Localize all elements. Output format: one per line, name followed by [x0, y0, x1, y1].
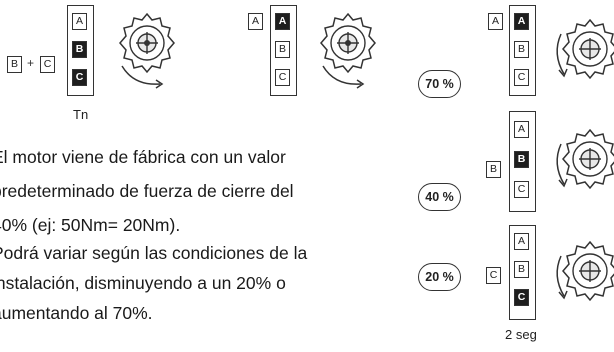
key-a: A: [248, 13, 263, 30]
key-c: C: [514, 181, 529, 198]
key-a-pressed: A: [514, 13, 529, 30]
key-b-pressed: B: [514, 151, 529, 168]
key-b: B: [7, 56, 22, 73]
description-line: 40% (ej: 50Nm= 20Nm).: [0, 215, 181, 235]
motor-wheel-icon: [556, 128, 614, 190]
key-b: B: [486, 161, 501, 178]
description-line: aumentando al 70%.: [0, 303, 153, 323]
key-c: C: [514, 69, 529, 86]
description-line: predeterminado de fuerza de cierre del: [0, 181, 294, 201]
key-c: C: [275, 69, 290, 86]
percentage-20-badge: 20 %: [418, 263, 461, 291]
tn-label: Tn: [73, 107, 89, 122]
plus-sign: +: [27, 56, 35, 70]
motor-wheel-icon: [556, 18, 614, 80]
percentage-70-badge: 70 %: [418, 70, 461, 98]
key-a: A: [514, 233, 529, 250]
key-b-pressed: B: [72, 41, 87, 58]
description-line: instalación, disminuyendo a un 20% o: [0, 273, 286, 293]
description-line: El motor viene de fábrica con un valor: [0, 147, 286, 167]
motor-wheel-icon: [320, 12, 376, 89]
key-c: C: [486, 267, 501, 284]
key-a: A: [72, 13, 87, 30]
motor-wheel-icon: [556, 240, 614, 302]
key-c-pressed: C: [72, 69, 87, 86]
key-b: B: [514, 261, 529, 278]
key-a: A: [488, 13, 503, 30]
key-b: B: [275, 41, 290, 58]
motor-wheel-icon: [119, 12, 175, 89]
key-c-pressed: C: [514, 289, 529, 306]
key-a-pressed: A: [275, 13, 290, 30]
description-line: Podrá variar según las condiciones de la: [0, 243, 308, 263]
percentage-40-badge: 40 %: [418, 183, 461, 211]
key-c: C: [40, 56, 55, 73]
key-a: A: [514, 121, 529, 138]
two-seconds-label: 2 seg: [505, 327, 537, 342]
key-b: B: [514, 41, 529, 58]
